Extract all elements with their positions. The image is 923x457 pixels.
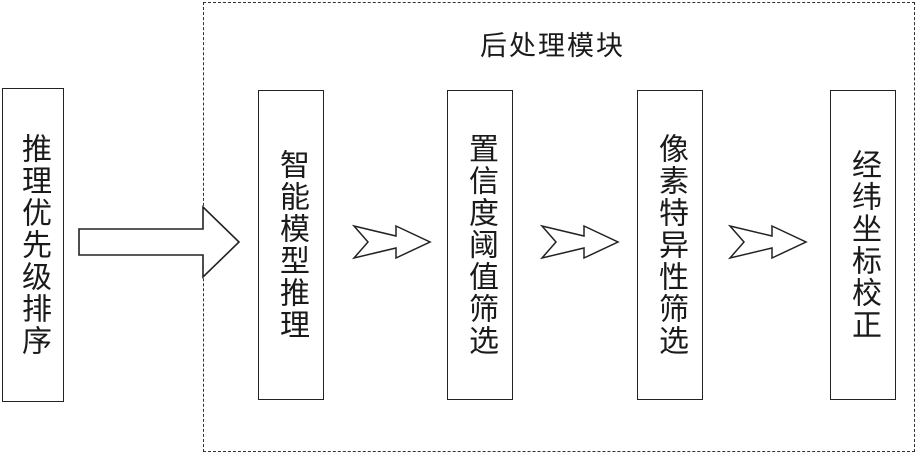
flow-arrow-1: [351, 224, 432, 260]
step-label: 经纬坐标校正: [846, 149, 881, 341]
flow-arrow-3: [727, 224, 808, 260]
step-label: 智能模型推理: [274, 149, 309, 341]
flow-arrow-2: [539, 224, 620, 260]
step-box-model-inference: 智能模型推理: [258, 90, 324, 400]
input-box-label: 推理优先级排序: [16, 133, 51, 357]
step-box-pixel-specificity-filter: 像素特异性筛选: [637, 90, 703, 400]
step-label: 像素特异性筛选: [653, 133, 688, 357]
step-box-coordinate-correction: 经纬坐标校正: [830, 90, 896, 400]
step-label: 置信度阈值筛选: [463, 133, 498, 357]
main-flow-arrow: [78, 205, 241, 279]
step-box-confidence-filter: 置信度阈值筛选: [447, 90, 513, 400]
module-title: 后处理模块: [480, 31, 625, 62]
input-box: 推理优先级排序: [2, 88, 64, 402]
